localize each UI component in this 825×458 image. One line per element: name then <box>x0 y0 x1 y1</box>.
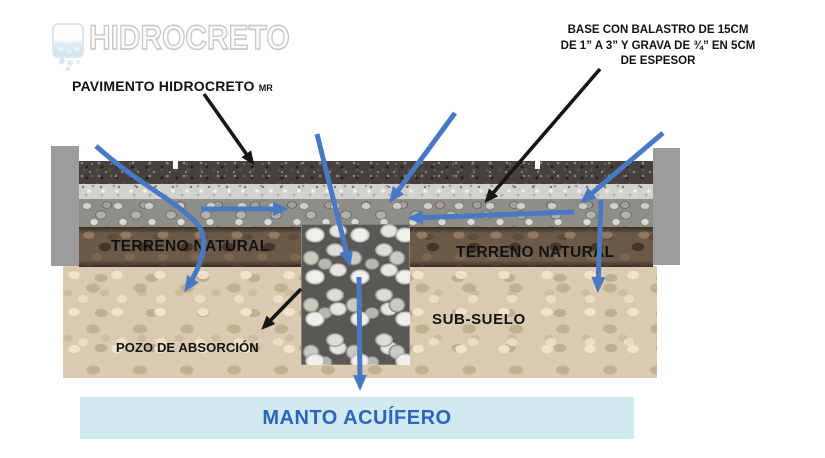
subsoil-label: SUB-SUELO <box>432 311 526 328</box>
base-label-line2: DE 1” A 3” Y GRAVA DE ¾” EN 5CM <box>560 39 756 52</box>
terrain-label-left: TERRENO NATURAL <box>111 238 270 255</box>
curb-right <box>653 148 680 265</box>
base-layer-label: BASE CON BALASTRO DE 15CM DE 1” A 3” Y G… <box>538 23 778 70</box>
pavement-label: PAVIMENTO HIDROCRETO MR <box>72 78 273 94</box>
trademark-suffix: MR <box>258 83 273 93</box>
aquifer-label: MANTO ACUÍFERO <box>262 406 452 429</box>
terrain-label-right: TERRENO NATURAL <box>456 244 615 261</box>
ballast-base-layer <box>79 199 653 227</box>
base-label-line3: DE ESPESOR <box>620 55 696 67</box>
pavement-joint <box>535 156 540 169</box>
aquifer-band: MANTO ACUÍFERO <box>80 397 634 439</box>
absorption-well-column <box>301 224 410 365</box>
pavement-joint <box>173 156 178 169</box>
gravel-base-layer <box>79 184 653 199</box>
absorption-well-label: POZO DE ABSORCIÓN <box>116 340 259 355</box>
hidrocreto-pavement-layer <box>79 161 653 184</box>
water-drop-icon <box>52 23 84 64</box>
pavement-label-text: PAVIMENTO HIDROCRETO <box>72 78 255 94</box>
base-label-line1: BASE CON BALASTRO DE 15CM <box>567 24 749 36</box>
pavement-pointer-arrow <box>202 92 255 166</box>
brand-logo: HIDROCRETO <box>88 19 290 57</box>
curb-left <box>51 146 79 266</box>
